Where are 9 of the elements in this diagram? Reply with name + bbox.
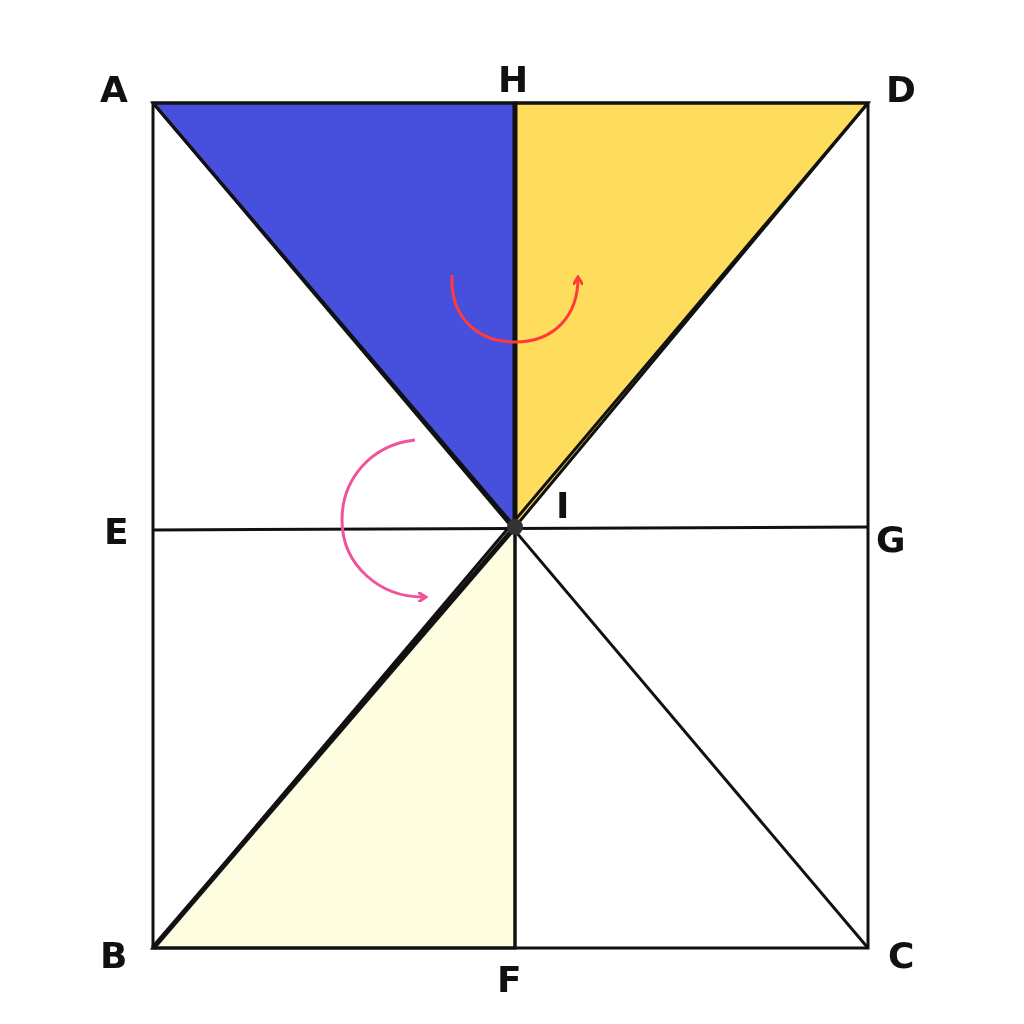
point-label: H xyxy=(498,62,529,98)
point-label: G xyxy=(876,522,906,558)
point-label: I xyxy=(556,488,570,524)
point-label: D xyxy=(886,72,916,108)
point-label: F xyxy=(497,962,522,998)
point-label: E xyxy=(104,514,129,550)
point-label: C xyxy=(888,938,915,974)
point-label: B xyxy=(100,938,128,974)
point-label: A xyxy=(100,72,128,108)
